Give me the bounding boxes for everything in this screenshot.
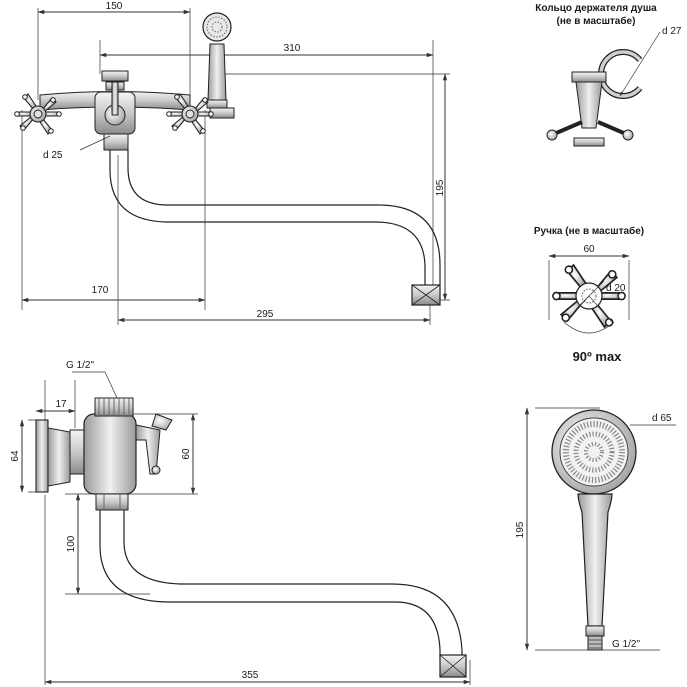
dim-150: 150: [106, 1, 123, 12]
d25-leader: [79, 135, 111, 151]
shower-head-side: [524, 407, 676, 651]
handle-rotation: 90º max: [573, 349, 623, 364]
dim-d25: d 25: [43, 150, 63, 161]
shower-g12: G 1/2": [612, 639, 640, 650]
dim-170: 170: [92, 285, 109, 296]
mixer-body-top: [39, 70, 191, 151]
shower-d65: d 65: [652, 413, 672, 424]
side-17: 17: [55, 399, 67, 410]
shower-195: 195: [515, 521, 526, 538]
top-view: [21, 8, 450, 325]
side-view-dims: [19, 371, 471, 685]
dim-295: 295: [257, 309, 274, 320]
mixer-side: [35, 397, 173, 511]
ring-d27: d 27: [662, 26, 682, 37]
side-64: 64: [10, 450, 21, 462]
dim-310: 310: [284, 43, 301, 54]
ring-holder-subtitle: (не в масштабе): [557, 15, 636, 27]
handle-d20: d 20: [606, 283, 626, 294]
ring-holder-title: Кольцо держателя душа: [535, 3, 657, 14]
spout-side: [99, 510, 467, 678]
handle-detail: Ручка (не в масштабе) 60 d 20 90º max: [534, 225, 644, 364]
side-100: 100: [66, 535, 77, 552]
side-355: 355: [242, 670, 259, 681]
side-g12: G 1/2": [66, 360, 94, 371]
side-60: 60: [181, 448, 192, 460]
handle-title: Ручка (не в масштабе): [534, 225, 644, 237]
ring-holder-detail: Кольцо держателя душа (не в масштабе) d …: [535, 3, 682, 147]
spout-top: [109, 150, 441, 306]
dim-195-top: 195: [435, 179, 446, 196]
handle-w60: 60: [583, 244, 595, 255]
